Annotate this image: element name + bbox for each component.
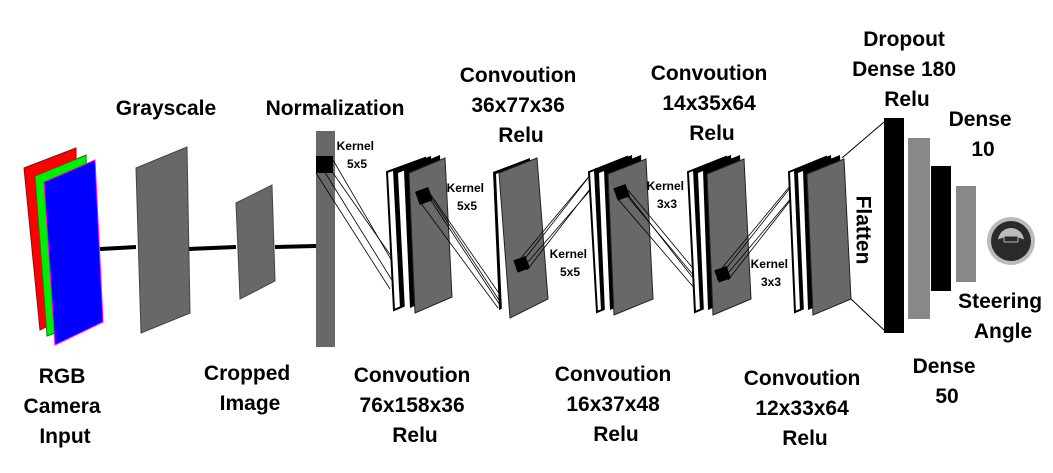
normalization-kernel-square	[316, 156, 333, 173]
conv3-kernel-square	[613, 183, 630, 201]
conv1-label: Convoution 76x158x36 Relu	[354, 364, 476, 447]
kernel-label: Kernel 5x5	[337, 139, 378, 171]
dense-50-label: Dense 50	[913, 355, 982, 408]
connector-cropped-normalization	[274, 244, 317, 249]
conv4-stack	[686, 155, 752, 316]
rgb-input-label: RGB Camera Input	[24, 365, 107, 448]
conv1-stack	[385, 155, 453, 314]
cropped-image-label: Cropped Image	[204, 362, 296, 415]
dense-10-bar	[931, 166, 951, 291]
conv2-label: Convoution 36x77x36 Relu	[460, 64, 582, 147]
connector-grayscale-cropped	[187, 245, 237, 251]
kernel-label: Kernel 3x3	[647, 179, 688, 211]
flatten-lines	[841, 121, 885, 331]
conv3-stack	[587, 155, 654, 316]
normalization-label: Normalization	[266, 97, 405, 120]
kernel-label: Kernel 5x5	[550, 247, 591, 279]
kernel-lines-4	[616, 185, 707, 291]
kernel-label: Kernel 5x5	[447, 181, 488, 213]
dense-180-bar	[884, 118, 904, 333]
conv5-stack	[787, 155, 852, 316]
steering-wheel-icon	[987, 217, 1035, 265]
grayscale-plane	[135, 146, 191, 334]
dense-10-label: Dense 10	[949, 108, 1018, 161]
conv5-label: Convoution 12x33x64 Relu	[744, 367, 866, 450]
conv2-stack	[493, 157, 549, 319]
normalization-bar	[316, 131, 335, 347]
flatten-label: Flatten	[851, 196, 874, 265]
blue-channel-plane	[43, 159, 104, 346]
dense-50-bar	[908, 138, 930, 319]
cropped-image-plane	[235, 184, 276, 300]
conv1-kernel-square	[415, 187, 433, 205]
kernel-lines-2	[419, 189, 506, 309]
steering-angle-label: Steering Angle	[958, 290, 1048, 343]
conv3-label: Convoution 16x37x48 Relu	[555, 363, 677, 446]
conv4-label: Convoution 14x35x64 Relu	[651, 62, 773, 145]
rgb-input-planes	[23, 147, 104, 346]
dense-180-label: Dropout Dense 180 Relu	[852, 28, 962, 111]
kernel-label: Kernel 3x3	[751, 257, 792, 289]
output-bar	[956, 186, 976, 282]
connector-input-grayscale	[99, 245, 137, 251]
grayscale-label: Grayscale	[116, 97, 216, 120]
